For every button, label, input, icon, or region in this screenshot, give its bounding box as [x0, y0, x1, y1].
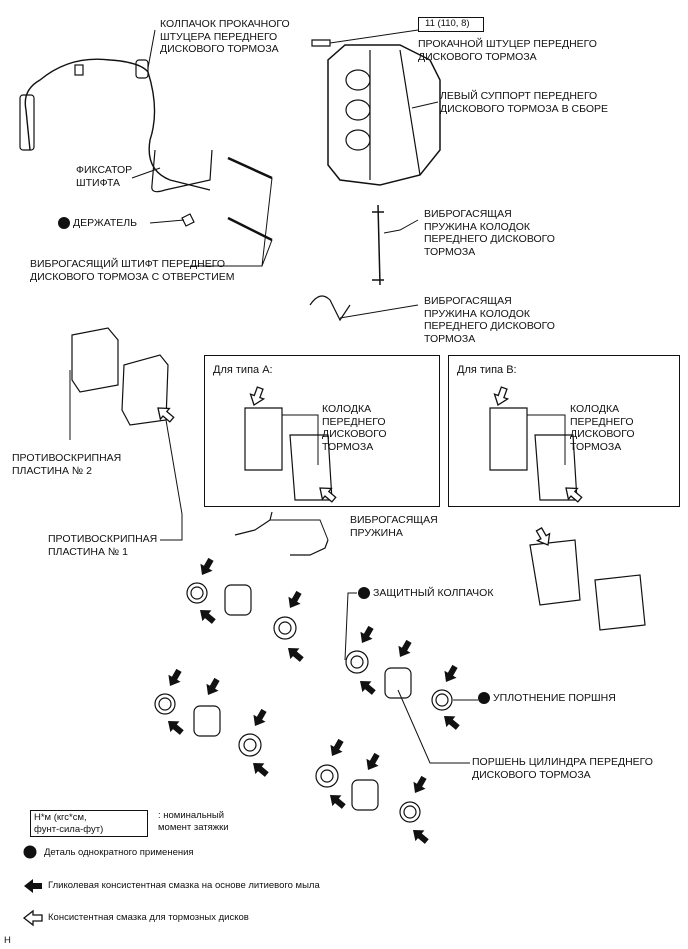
label-pin-clip: ФИКСАТОР ШТИФТА [76, 164, 133, 189]
leader-holder [149, 219, 185, 224]
label-anti-rattle-spring: ВИБРОГАСЯЩАЯ ПРУЖИНА [350, 514, 438, 539]
label-holder-text: ДЕРЖАТЕЛЬ [73, 217, 138, 229]
non-reusable-dot-seal [478, 692, 490, 705]
torque-spec-box: 11 (110, 8) [418, 17, 484, 32]
shim-2-part [71, 327, 119, 393]
legend-torque-box: Н*м (кгс*см, фунт-сила-фут) [30, 810, 148, 837]
label-boot-text: ЗАЩИТНЫЙ КОЛПАЧОК [373, 587, 494, 599]
caliper-body [327, 44, 441, 186]
label-bleeder-plug: ПРОКАЧНОЙ ШТУЦЕР ПЕРЕДНЕГО ДИСКОВОГО ТОР… [418, 38, 597, 63]
leader-pad-pin [190, 177, 273, 267]
leader-anti-rattle [270, 519, 329, 541]
non-reusable-dot-boot [358, 587, 370, 600]
sensor-connector [19, 94, 35, 151]
lithium-grease-arrows [163, 555, 463, 847]
leader-pad-b [527, 414, 566, 465]
label-caliper: ЛЕВЫЙ СУППОРТ ПЕРЕДНЕГО ДИСКОВОГО ТОРМОЗ… [440, 90, 609, 115]
label-piston: ПОРШЕНЬ ЦИЛИНДРА ПЕРЕДНЕГО ДИСКОВОГО ТОР… [472, 756, 653, 781]
anti-rattle-spring-upper [234, 511, 273, 536]
label-pad-b: КОЛОДКА ПЕРЕДНЕГО ДИСКОВОГО ТОРМОЗА [570, 403, 635, 453]
leader-shim-1 [160, 419, 183, 541]
pad-right-2 [594, 574, 646, 631]
legend-non-reusable: Деталь однократного применения [44, 847, 194, 858]
label-shim-2: ПРОТИВОСКРИПНАЯ ПЛАСТИНА № 2 [12, 452, 122, 477]
legend-disc-arrow [23, 910, 43, 926]
pad-b-inner [489, 407, 528, 471]
label-boot: ЗАЩИТНЫЙ КОЛПАЧОК [358, 587, 493, 600]
label-pad-pin: ВИБРОГАСЯЩИЙ ШТИФТ ПЕРЕДНЕГО ДИСКОВОГО Т… [30, 258, 235, 283]
type-b-box: Для типа В: [448, 355, 680, 507]
pad-pin-lower [227, 216, 273, 242]
wear-sensor-wire [24, 58, 149, 151]
legend-non-reusable-dot [23, 845, 37, 859]
leader-pin-clip [131, 167, 161, 179]
label-piston-seal: УПЛОТНЕНИЕ ПОРШНЯ [478, 692, 616, 705]
label-piston-seal-text: УПЛОТНЕНИЕ ПОРШНЯ [493, 692, 616, 704]
label-shim-1: ПРОТИВОСКРИПНАЯ ПЛАСТИНА № 1 [48, 533, 158, 558]
type-a-box: Для типа А: [204, 355, 440, 507]
leader-piston [397, 689, 470, 764]
legend-lithium-arrow [24, 879, 42, 893]
leader-pad-spring-1 [383, 219, 419, 234]
holder-part [181, 213, 195, 227]
pad-spring-upper [372, 204, 384, 286]
leader-caliper [411, 101, 439, 109]
label-bleeder-cap: КОЛПАЧОК ПРОКАЧНОГО ШТУЦЕРА ПЕРЕДНЕГО ДИ… [160, 18, 290, 55]
type-a-title: Для типа А: [213, 364, 273, 376]
bleeder-plug [311, 39, 331, 47]
corner-mark: H [4, 935, 11, 946]
leader-bleeder-plug [329, 29, 419, 44]
label-pad-spring-2: ВИБРОГАСЯЩАЯ ПРУЖИНА КОЛОДОК ПЕРЕДНЕГО Д… [424, 295, 555, 345]
legend-torque-text: : номинальный момент затяжки [158, 810, 229, 833]
leader-pad-spring-2 [339, 304, 419, 319]
label-pad-spring-1: ВИБРОГАСЯЩАЯ ПРУЖИНА КОЛОДОК ПЕРЕДНЕГО Д… [424, 208, 555, 258]
pad-right-1 [529, 539, 581, 606]
pin-clip [151, 149, 213, 193]
wear-sensor-wire-lower [147, 71, 211, 191]
type-b-title: Для типа В: [457, 364, 517, 376]
legend-disc-grease: Консистентная смазка для тормозных диско… [48, 912, 249, 923]
leader-pad-a [282, 414, 319, 465]
leader-bleeder-cap [147, 29, 156, 69]
pad-pin-upper [227, 156, 273, 180]
pad-spring-lower [309, 295, 351, 322]
leader-boot [344, 592, 357, 661]
legend-lithium-grease: Гликолевая консистентная смазка на основ… [48, 880, 320, 891]
label-pad-a: КОЛОДКА ПЕРЕДНЕГО ДИСКОВОГО ТОРМОЗА [322, 403, 387, 453]
anti-rattle-spring-lower [290, 539, 329, 556]
non-reusable-dot-holder [58, 217, 70, 230]
sensor-plug [135, 59, 149, 79]
pad-a-inner [244, 407, 283, 471]
label-holder: ДЕРЖАТЕЛЬ [58, 217, 137, 230]
